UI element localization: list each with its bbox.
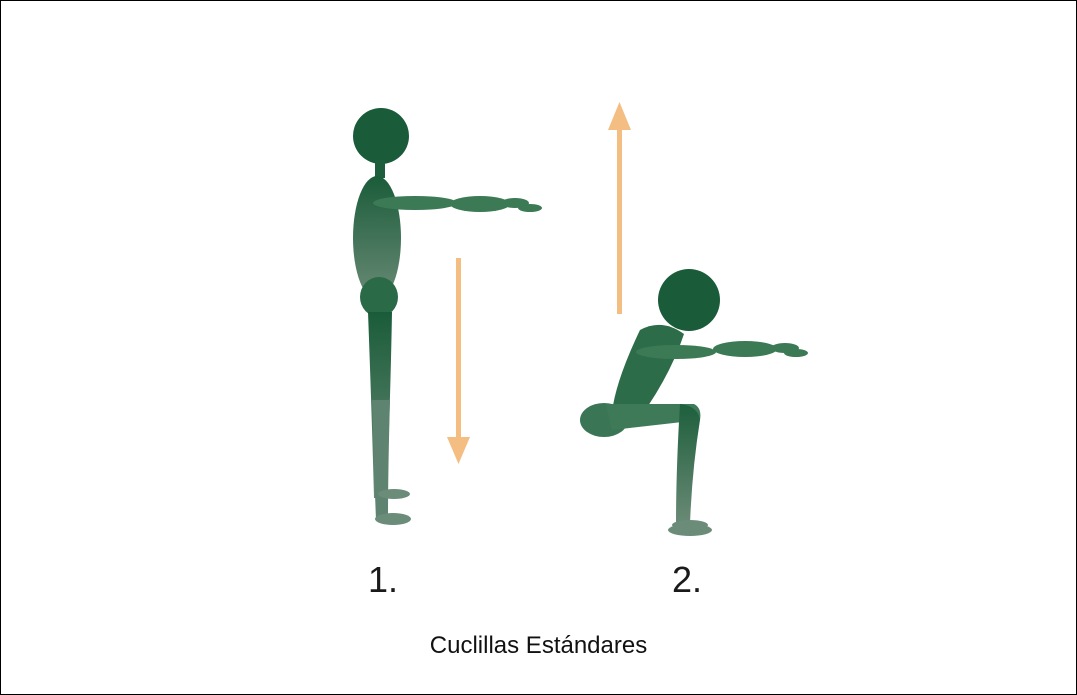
arrow-up-icon	[608, 102, 631, 314]
squatting-person-icon	[580, 269, 808, 536]
standing-person-icon	[353, 108, 542, 525]
figure-caption: Cuclillas Estándares	[429, 632, 648, 659]
arrow-down-icon	[447, 258, 470, 464]
step-1-label: 1.	[368, 559, 399, 600]
step-2-label: 2.	[672, 559, 703, 600]
